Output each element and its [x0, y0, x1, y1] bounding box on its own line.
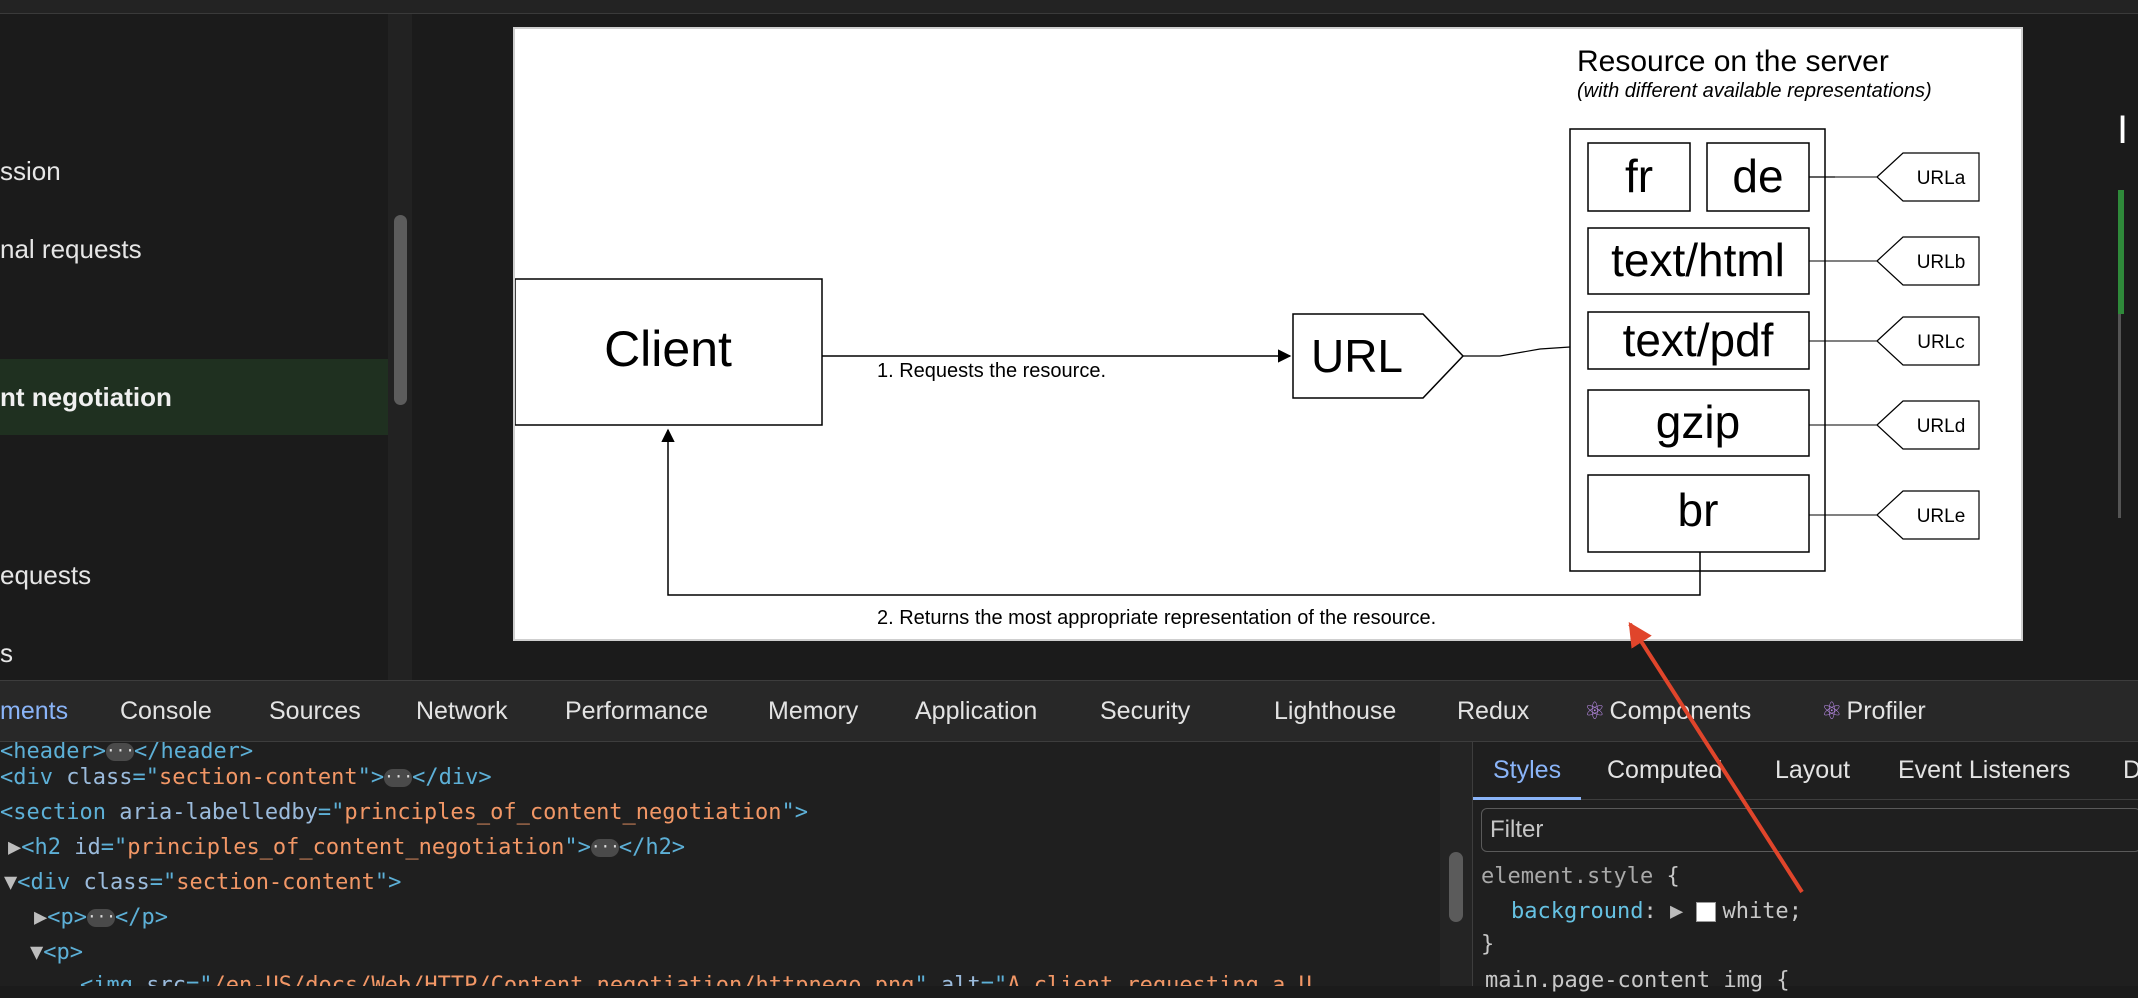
url-tag-a: URLa: [1809, 152, 1980, 202]
tab-computed[interactable]: Computed: [1607, 756, 1723, 784]
return-arrow: [661, 428, 1701, 596]
ellipsis-icon[interactable]: ···: [87, 907, 116, 927]
rule-close-brace: }: [1481, 932, 1495, 957]
tab-components[interactable]: ⚛Components: [1584, 681, 1751, 741]
styles-panel: Styles Computed Layout Event Listeners D…: [1473, 742, 2138, 993]
tab-security[interactable]: Security: [1100, 697, 1191, 725]
sidebar-item-content-negotiation[interactable]: nt negotiation: [0, 359, 388, 435]
url-connector: [1463, 346, 1571, 357]
css-declaration-background[interactable]: background: ▶ white;: [1511, 899, 1802, 924]
expand-triangle-icon[interactable]: ▶: [34, 905, 48, 930]
element-style-rule[interactable]: element.style {: [1481, 864, 1680, 889]
browser-top-bar: [0, 0, 2138, 14]
tab-event-listeners[interactable]: Event Listeners: [1898, 756, 2071, 784]
collapse-triangle-icon[interactable]: ▼: [30, 940, 44, 965]
url-tag-c-label: URLc: [1917, 332, 1965, 353]
react-icon: ⚛: [1584, 698, 1606, 725]
dom-node-div-section-content-expanded[interactable]: ▼<div class="section-content">: [4, 870, 402, 895]
sidebar-nav: ssion nal requests nt negotiation equest…: [0, 14, 388, 680]
ellipsis-icon[interactable]: ···: [105, 742, 135, 761]
dom-node-p-collapsed[interactable]: ▶<p>···</p>: [34, 905, 168, 930]
rep-de-box: [1706, 142, 1810, 212]
url-tag-d: URLd: [1809, 400, 1980, 450]
url-tag-b-label: URLb: [1917, 252, 1966, 273]
sidebar-item-session[interactable]: ssion: [0, 156, 61, 186]
dom-node-h2[interactable]: ▶<h2 id="principles_of_content_negotiati…: [8, 835, 686, 860]
step1-label: 1. Requests the resource.: [877, 360, 1106, 382]
tab-lighthouse[interactable]: Lighthouse: [1274, 697, 1397, 725]
devtools-tab-bar: ments Console Sources Network Performanc…: [0, 680, 2138, 742]
ellipsis-icon[interactable]: ···: [590, 837, 620, 857]
expand-triangle-icon[interactable]: ▶: [8, 835, 22, 860]
url-tag-a-label: URLa: [1917, 168, 1966, 189]
client-box: [515, 278, 823, 426]
toc-track: [2118, 314, 2121, 518]
rep-text-pdf-label: text/pdf: [1623, 314, 1774, 366]
rep-text-html-box: [1587, 227, 1810, 295]
url-tag-e-label: URLe: [1917, 506, 1966, 527]
next-rule-selector[interactable]: main.page-content img {: [1485, 968, 1790, 993]
tab-performance[interactable]: Performance: [565, 697, 709, 725]
tab-layout[interactable]: Layout: [1775, 756, 1851, 784]
url-shape: [1292, 313, 1465, 399]
elements-panel: <header>···</header> <div class="section…: [0, 742, 1440, 986]
rep-fr-box: [1587, 142, 1691, 212]
sidebar-item-redirections[interactable]: s: [0, 638, 13, 668]
color-swatch-icon[interactable]: [1696, 902, 1717, 922]
url-tag-e: URLe: [1809, 490, 1980, 540]
ellipsis-icon[interactable]: ···: [384, 767, 414, 787]
url-tag-c: URLc: [1809, 316, 1980, 366]
react-icon: ⚛: [1821, 698, 1843, 725]
diagram-subtitle: (with different available representation…: [1577, 80, 1932, 102]
tab-dom-breakpoints[interactable]: D: [2123, 756, 2138, 784]
step2-label: 2. Returns the most appropriate represen…: [877, 607, 1436, 629]
rep-br-label: br: [1678, 484, 1719, 536]
sidebar-item-range-requests[interactable]: equests: [0, 560, 92, 590]
collapse-triangle-icon[interactable]: ▼: [4, 870, 18, 895]
rep-de-label: de: [1732, 150, 1783, 202]
toc-active-indicator: [2118, 190, 2124, 314]
page-heading-partial: I: [2117, 108, 2129, 152]
tab-memory[interactable]: Memory: [768, 697, 859, 725]
client-label: Client: [604, 321, 732, 377]
expand-shorthand-icon[interactable]: ▶: [1669, 899, 1684, 924]
tab-profiler[interactable]: ⚛Profiler: [1821, 681, 1926, 741]
dom-node-section[interactable]: <section aria-labelledby="principles_of_…: [0, 800, 808, 825]
url-tag-d-label: URLd: [1917, 416, 1966, 437]
tab-console[interactable]: Console: [120, 697, 212, 725]
tab-styles[interactable]: Styles: [1473, 742, 1582, 800]
rep-gzip-label: gzip: [1656, 396, 1740, 448]
url-tag-b: URLb: [1809, 236, 1980, 286]
dom-node-p-expanded[interactable]: ▼<p>: [30, 940, 83, 965]
tab-network[interactable]: Network: [416, 697, 508, 725]
elements-scrollbar-thumb[interactable]: [1449, 852, 1463, 922]
rep-gzip-box: [1587, 389, 1810, 457]
content-negotiation-diagram: Resource on the server (with different a…: [513, 27, 2023, 641]
tab-application[interactable]: Application: [915, 697, 1038, 725]
diagram-svg: Resource on the server (with different a…: [515, 45, 1980, 629]
tab-profiler-label: Profiler: [1846, 697, 1926, 725]
rep-text-pdf-box: [1587, 311, 1810, 370]
sidebar-scrollbar-thumb[interactable]: [394, 215, 407, 405]
tab-elements[interactable]: ments: [0, 697, 69, 725]
sidebar-item-conditional-requests[interactable]: nal requests: [0, 234, 142, 264]
dom-node-img[interactable]: <img src="/en-US/docs/Web/HTTP/Content_n…: [80, 973, 1312, 986]
styles-tab-bar: Styles Computed Layout Event Listeners D: [1473, 742, 2138, 800]
styles-filter-input[interactable]: Filter: [1481, 808, 2138, 852]
url-label: URL: [1311, 330, 1403, 382]
tab-sources[interactable]: Sources: [269, 697, 361, 725]
rep-fr-label: fr: [1625, 150, 1653, 202]
dom-node-div-section-content[interactable]: <div class="section-content">···</div>: [0, 765, 492, 790]
dom-node-header-close[interactable]: <header>···</header>: [0, 742, 254, 764]
rep-br-box: [1587, 474, 1810, 553]
diagram-title: Resource on the server: [1577, 45, 1889, 78]
rep-text-html-label: text/html: [1611, 234, 1785, 286]
tab-redux[interactable]: Redux: [1457, 697, 1530, 725]
tab-components-label: Components: [1609, 697, 1752, 725]
